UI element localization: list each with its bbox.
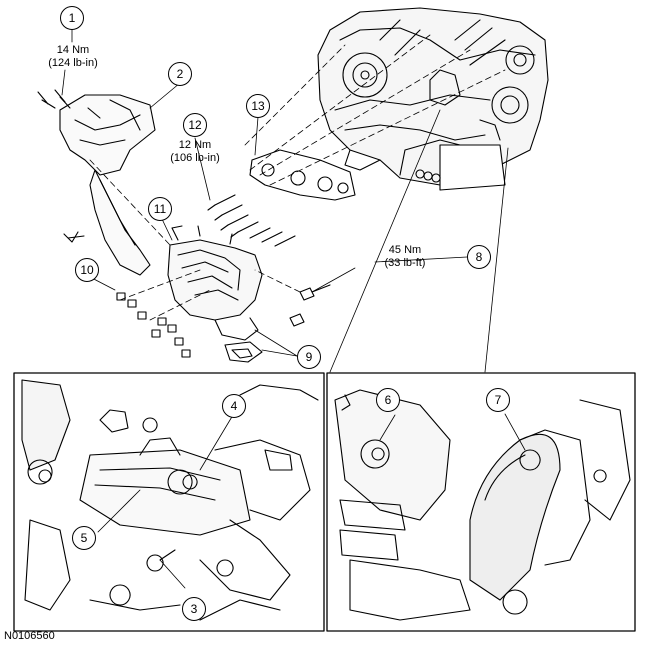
- torque-spec-8-imperial: (33 lb-ft): [384, 257, 426, 269]
- exhaust-manifold-assembly: [167, 225, 263, 363]
- torque-spec-1-metric: 14 Nm: [56, 44, 90, 56]
- bracket-bolt: [299, 284, 331, 301]
- upper-heat-shield: [37, 89, 156, 276]
- right-inset-leaders: [379, 413, 526, 451]
- callout-2: 2: [168, 62, 192, 86]
- left-inset-leaders: [97, 414, 234, 589]
- callout-9: 9: [297, 345, 321, 369]
- torque-spec-12-imperial: (106 lb-in): [170, 152, 220, 164]
- callout-4: 4: [222, 394, 246, 418]
- callout-13: 13: [246, 94, 270, 118]
- engine-assembly: [317, 7, 549, 191]
- callout-7: 7: [486, 388, 510, 412]
- callout-1: 1: [60, 6, 84, 30]
- figure-id: N0106560: [4, 630, 55, 642]
- torque-spec-8-metric: 45 Nm: [388, 244, 422, 256]
- manifold-nuts: [116, 292, 191, 358]
- callout-8: 8: [467, 245, 491, 269]
- callout-11: 11: [148, 197, 172, 221]
- callout-12: 12: [183, 113, 207, 137]
- torque-spec-12-metric: 12 Nm: [178, 139, 212, 151]
- callout-10: 10: [75, 258, 99, 282]
- left-inset-drawing: [21, 379, 319, 621]
- right-inset-drawing: [334, 389, 631, 621]
- callout-6: 6: [376, 388, 400, 412]
- lower-bolt: [289, 313, 305, 327]
- callout-3: 3: [182, 597, 206, 621]
- manifold-gasket: [249, 149, 356, 201]
- manifold-studs: [207, 194, 296, 247]
- callout-5: 5: [72, 526, 96, 550]
- inset-left-frame: [13, 372, 325, 632]
- torque-spec-1-imperial: (124 lb-in): [48, 57, 98, 69]
- inset-right-frame: [326, 372, 636, 632]
